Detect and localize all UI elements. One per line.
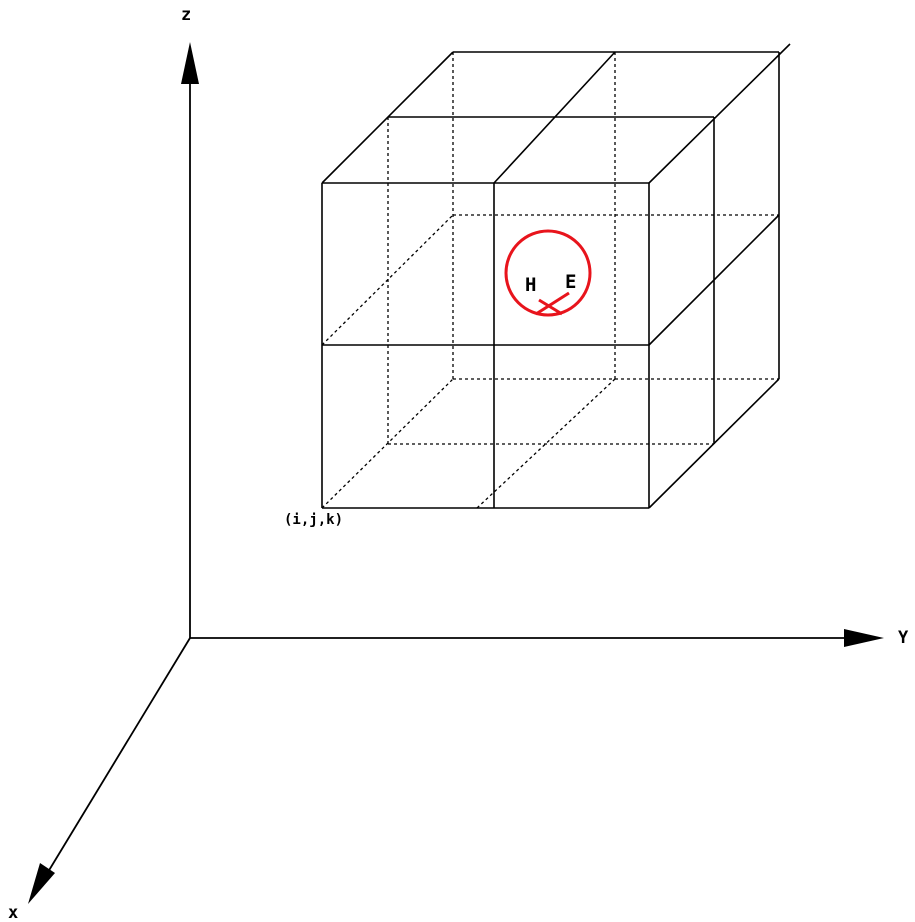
e-field-cross-stroke-b — [535, 291, 570, 316]
y-axis-label: Y — [898, 628, 909, 648]
coordinate-axes: z Y x — [8, 5, 909, 922]
z-axis-label: z — [181, 5, 191, 25]
x-axis-arrowhead — [28, 863, 55, 904]
hidden-grid-lines — [321, 52, 779, 509]
e-field-label: E — [565, 271, 576, 293]
x-axis — [47, 637, 191, 873]
e-field-cross-stroke-a — [538, 298, 563, 316]
z-axis-arrowhead — [181, 42, 199, 84]
x-axis-label: x — [8, 903, 18, 922]
grid-origin-label: (i,j,k) — [284, 512, 343, 528]
y-axis-arrowhead — [844, 629, 884, 647]
h-field-circle — [504, 229, 592, 317]
h-field-label: H — [525, 274, 536, 296]
field-marker: H E — [504, 229, 592, 317]
visible-grid-lines — [321, 43, 791, 509]
